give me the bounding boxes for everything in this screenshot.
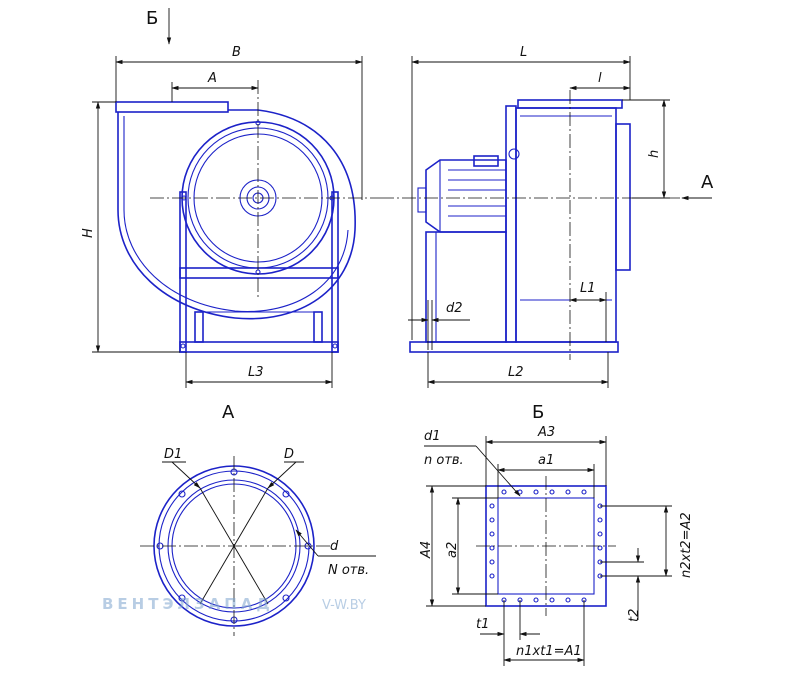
dim-a: A bbox=[171, 71, 259, 102]
view-a-title: А bbox=[222, 402, 235, 423]
dim-l1: L1 bbox=[569, 281, 607, 342]
view-b: Б d1 n отв. A3 bbox=[419, 402, 694, 666]
dim-d2: d2 bbox=[408, 300, 470, 350]
watermark: ВЕНТЭЛЗАПАД V-W.BY bbox=[102, 595, 366, 613]
dim-d2-label: d2 bbox=[446, 301, 463, 316]
dim-l2: L2 bbox=[427, 352, 609, 388]
dim-l3: L3 bbox=[185, 352, 333, 388]
dim-h-small-label: h bbox=[647, 150, 662, 158]
view-a: А D1 D d N отв. bbox=[140, 402, 376, 636]
view-b-n-holes-label: n отв. bbox=[424, 453, 464, 468]
view-a-n-holes-label: N отв. bbox=[328, 563, 369, 578]
outlet-flange bbox=[115, 101, 229, 113]
dim-b-label: B bbox=[232, 45, 241, 60]
scroll-housing bbox=[117, 109, 356, 320]
view-b-t2-label: t2 bbox=[627, 609, 642, 622]
view-b-n2t2-label: n2xt2=A2 bbox=[679, 512, 694, 578]
front-view: Б bbox=[81, 8, 380, 388]
view-b-t1-label: t1 bbox=[476, 617, 489, 632]
motor bbox=[417, 155, 507, 233]
dim-h: H bbox=[81, 101, 180, 353]
view-arrow-a-label: A bbox=[701, 172, 714, 193]
watermark-site: V-W.BY bbox=[322, 598, 366, 613]
side-housing bbox=[505, 99, 631, 343]
view-arrow-b: Б bbox=[146, 8, 172, 45]
view-b-a3-label: A3 bbox=[537, 425, 555, 440]
view-b-a2-label: a2 bbox=[445, 542, 460, 558]
dim-b: B bbox=[115, 45, 363, 200]
view-a-d-label: D bbox=[284, 447, 294, 462]
view-b-a4-label: A4 bbox=[419, 541, 434, 559]
dim-l-small: l bbox=[569, 71, 631, 91]
view-b-title: Б bbox=[532, 402, 544, 423]
view-arrow-b-label: Б bbox=[146, 8, 158, 29]
dim-l-label: L bbox=[520, 45, 527, 60]
scroll-inner bbox=[123, 116, 349, 313]
dim-h-label: H bbox=[81, 228, 96, 238]
view-a-d1-label: D1 bbox=[164, 447, 182, 462]
view-b-a1-label: a1 bbox=[538, 453, 554, 468]
motor-pedestal bbox=[425, 231, 507, 343]
dim-a-label: A bbox=[207, 71, 217, 86]
dim-l3-label: L3 bbox=[248, 365, 264, 380]
view-arrow-a: A bbox=[681, 172, 714, 201]
side-view: A L l h d2 bbox=[380, 45, 714, 388]
watermark-brand: ВЕНТЭЛЗАПАД bbox=[102, 595, 274, 613]
view-b-d1-label: d1 bbox=[424, 429, 441, 444]
side-base-plate bbox=[409, 341, 619, 353]
view-a-d-small-label: d bbox=[330, 539, 339, 554]
dim-l2-label: L2 bbox=[508, 365, 524, 380]
view-b-n1t1-label: n1xt1=A1 bbox=[516, 644, 582, 659]
dim-l: L bbox=[411, 45, 631, 340]
dim-l-small-label: l bbox=[598, 71, 602, 86]
dim-l1-label: L1 bbox=[580, 281, 596, 296]
dim-h-small: h bbox=[622, 99, 670, 199]
